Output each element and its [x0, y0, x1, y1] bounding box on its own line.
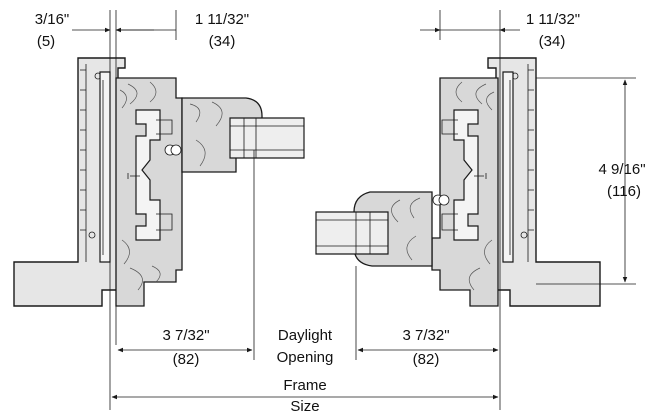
dim-bottom-left-fraction: 3 7/32": [162, 327, 209, 344]
dim-top-right-sash-fraction: 1 11/32": [526, 11, 580, 28]
left-section: [13, 57, 305, 307]
dim-top-left-small-metric: (5): [37, 33, 55, 50]
dimension-labels: 3/16" (5) 1 11/32" (34) 1 11/32" (34) 4 …: [35, 11, 646, 415]
dim-right-height-fraction: 4 9/16": [598, 161, 645, 178]
dim-bottom-right-fraction: 3 7/32": [402, 327, 449, 344]
daylight-label-line2: Opening: [277, 349, 334, 366]
dim-right-height-metric: (116): [607, 183, 641, 200]
dimension-lines: [72, 27, 628, 400]
frame-size-label-line2: Size: [290, 398, 319, 415]
dim-top-left-sash-fraction: 1 11/32": [195, 11, 249, 28]
frame-size-label-line1: Frame: [283, 377, 326, 394]
dim-top-right-sash-metric: (34): [539, 33, 566, 50]
right-stile-strip: [502, 71, 514, 263]
right-frame-jamb: [487, 57, 601, 307]
dim-top-left-small-fraction: 3/16": [35, 11, 70, 28]
left-weatherstrip: [135, 109, 161, 241]
right-weatherstrip: [453, 109, 479, 241]
left-frame-jamb: [13, 57, 126, 307]
right-glass-unit: [315, 211, 389, 255]
right-section: [315, 57, 601, 307]
extension-lines: [109, 10, 636, 410]
left-moving-sash: [181, 97, 263, 173]
daylight-label-line1: Daylight: [278, 327, 333, 344]
dim-top-left-sash-metric: (34): [209, 33, 236, 50]
dim-bottom-right-metric: (82): [413, 351, 440, 368]
left-stile-strip: [99, 71, 111, 263]
dim-bottom-left-metric: (82): [173, 351, 200, 368]
left-glass-unit: [229, 117, 305, 159]
